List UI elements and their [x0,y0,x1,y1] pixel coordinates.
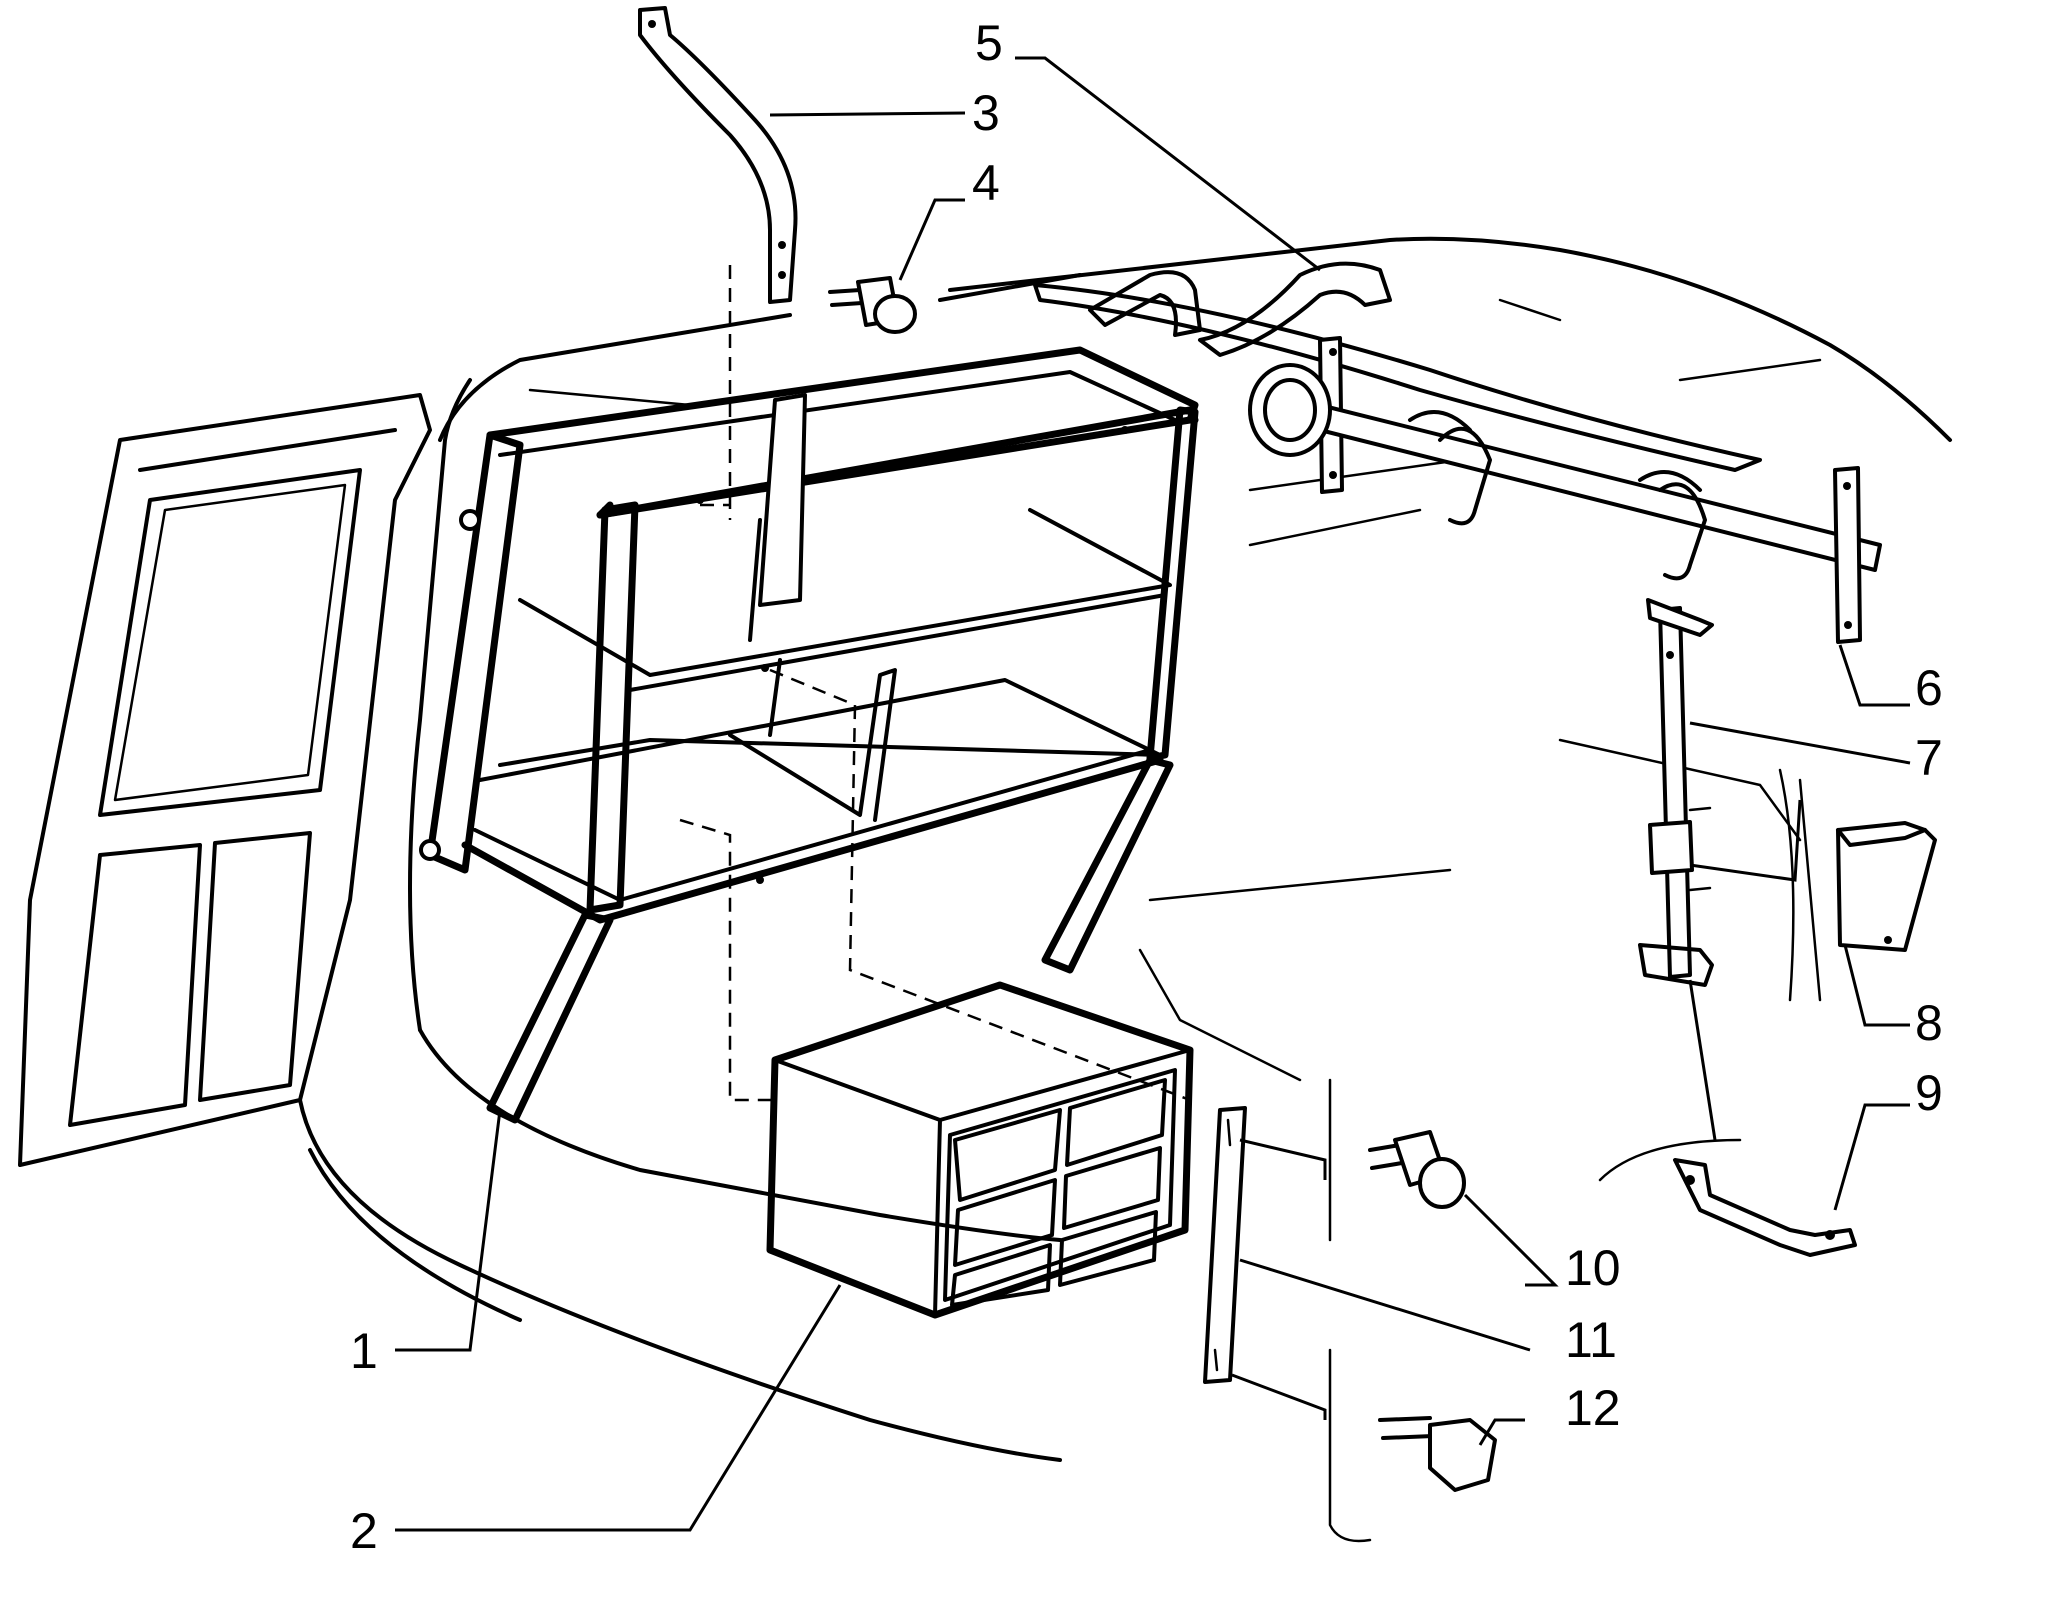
callout-6: 6 [1915,660,1943,716]
callout-10: 10 [1565,1240,1621,1296]
callout-9: 9 [1915,1065,1943,1121]
callout-2: 2 [350,1503,378,1559]
assembly-dashed-lines [679,265,1191,1102]
leader-lines [395,56,1911,1532]
callout-12: 12 [1565,1380,1621,1436]
callout-3: 3 [972,85,1000,141]
part-5-flexible-strap [1033,261,1762,472]
callout-4: 4 [972,155,1000,211]
callout-1: 1 [350,1323,378,1379]
part-3-bent-strap [638,6,798,304]
part-1-shelf-frame [419,346,1199,1124]
callout-8: 8 [1915,995,1943,1051]
part-6-hanger-rail [1248,336,1882,644]
van-body-outline [18,236,1952,1543]
part-10-hex-bolt [1368,1130,1466,1209]
part-8-bracket-cap [1836,821,1937,952]
part-7-vertical-track [1638,598,1714,987]
part-2-drawer-cabinet [766,981,1194,1319]
callout-7: 7 [1915,730,1943,786]
callout-11: 11 [1565,1312,1617,1368]
part-4-bolt [828,276,917,334]
part-9-small-bracket [1673,1158,1857,1257]
part-11-flat-bar [1203,1106,1247,1384]
callout-labels: 1 2 3 4 5 6 7 8 9 10 11 12 [350,15,1943,1559]
part-12-hex-bolt [1378,1416,1497,1492]
callout-5: 5 [975,15,1003,71]
